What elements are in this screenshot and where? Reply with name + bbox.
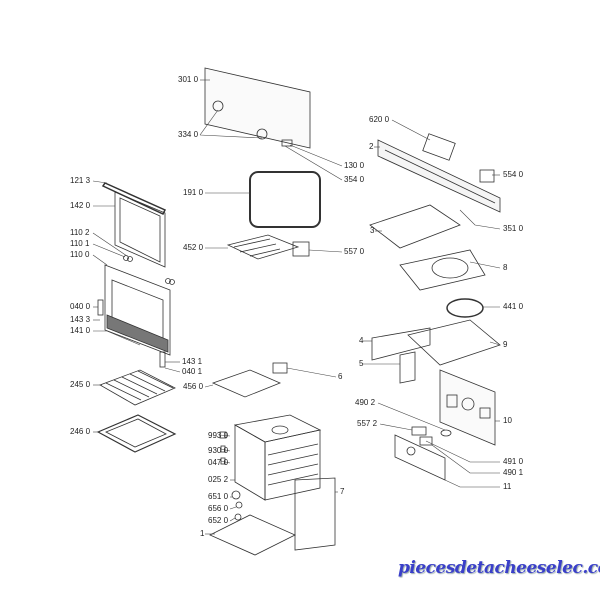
callout-143-3: 143 3 bbox=[70, 315, 91, 324]
callout-554-0: 554 0 bbox=[503, 170, 524, 179]
callout-441-0: 441 0 bbox=[503, 302, 524, 311]
callout-121-3: 121 3 bbox=[70, 176, 91, 185]
fan-part bbox=[446, 298, 484, 318]
callout-9: 9 bbox=[503, 340, 508, 349]
top-bracket-part bbox=[371, 327, 431, 361]
callout-452-0: 452 0 bbox=[183, 243, 204, 252]
callout-656-0: 656 0 bbox=[208, 504, 229, 513]
grill-element-part bbox=[226, 234, 300, 260]
callout-110-1: 110 1 bbox=[70, 239, 90, 248]
thermostat-part bbox=[292, 241, 310, 257]
leader-lines bbox=[92, 79, 501, 535]
callout-246-0: 246 0 bbox=[70, 427, 91, 436]
watermark: piecesdetacheeselec.com bbox=[398, 558, 600, 578]
door-top-strip-part bbox=[101, 182, 167, 215]
bottom-panel-part bbox=[209, 514, 296, 556]
control-panel-part bbox=[204, 67, 311, 149]
callout-245-0: 245 0 bbox=[70, 380, 91, 389]
callout-191-0: 191 0 bbox=[183, 188, 204, 197]
hinge-left-part bbox=[97, 299, 104, 316]
fan-cover-part bbox=[399, 249, 486, 291]
callout-2: 2 bbox=[369, 142, 374, 151]
callout-130-0: 130 0 bbox=[344, 161, 365, 170]
callout-040-0: 040 0 bbox=[70, 302, 91, 311]
callout-491-0: 491 0 bbox=[503, 457, 524, 466]
side-bracket-part bbox=[399, 351, 416, 384]
callout-10: 10 bbox=[503, 416, 512, 425]
callout-8: 8 bbox=[503, 263, 508, 272]
callout-354-0: 354 0 bbox=[344, 175, 365, 184]
baking-tray-part bbox=[96, 414, 177, 453]
callout-1: 1 bbox=[200, 529, 205, 538]
callout-110-2: 110 2 bbox=[70, 228, 90, 237]
side-panel-part bbox=[439, 369, 496, 446]
bracket-6-part bbox=[272, 362, 288, 374]
callout-143-1: 143 1 bbox=[182, 357, 203, 366]
callout-040-1: 040 1 bbox=[182, 367, 203, 376]
front-frame-part bbox=[377, 139, 501, 213]
callout-3: 3 bbox=[370, 226, 375, 235]
door-glass-part bbox=[114, 191, 166, 268]
lower-heater-part bbox=[211, 369, 282, 398]
callout-7: 7 bbox=[340, 487, 345, 496]
callout-025-2: 025 2 bbox=[208, 475, 229, 484]
callout-490-2: 490 2 bbox=[355, 398, 376, 407]
callout-993-0: 993 0 bbox=[208, 431, 229, 440]
wire-rack-part bbox=[99, 369, 176, 406]
callout-930-0: 930 0 bbox=[208, 446, 229, 455]
door-seal-part bbox=[249, 171, 321, 228]
callout-4: 4 bbox=[359, 336, 364, 345]
callout-141-0: 141 0 bbox=[70, 326, 91, 335]
oven-cavity-part bbox=[233, 414, 322, 501]
knob-part bbox=[440, 429, 452, 437]
callout-301-0: 301 0 bbox=[178, 75, 199, 84]
cover-plate-part bbox=[369, 204, 461, 249]
callout-6: 6 bbox=[338, 372, 343, 381]
callout-490-1: 490 1 bbox=[503, 468, 524, 477]
rear-panel-7-part bbox=[294, 477, 336, 551]
connector-part bbox=[479, 169, 495, 183]
callout-456-0: 456 0 bbox=[183, 382, 204, 391]
callout-11: 11 bbox=[503, 482, 512, 491]
hinge-right-part bbox=[159, 351, 166, 368]
callout-652-0: 652 0 bbox=[208, 516, 229, 525]
callout-351-0: 351 0 bbox=[503, 224, 524, 233]
callout-142-0: 142 0 bbox=[70, 201, 91, 210]
callout-047-0: 047 0 bbox=[208, 458, 229, 467]
callout-110-0: 110 0 bbox=[70, 250, 90, 259]
back-panel-part bbox=[407, 319, 501, 366]
callout-557-0: 557 0 bbox=[344, 247, 365, 256]
switch-part bbox=[411, 426, 427, 436]
callout-5: 5 bbox=[359, 359, 364, 368]
callout-334-0: 334 0 bbox=[178, 130, 199, 139]
callout-651-0: 651 0 bbox=[208, 492, 229, 501]
door-frame-part bbox=[104, 264, 171, 356]
callout-620-0: 620 0 bbox=[369, 115, 390, 124]
fan-motor-part bbox=[422, 133, 456, 161]
callout-557-2: 557 2 bbox=[357, 419, 378, 428]
relay-part bbox=[419, 436, 433, 446]
